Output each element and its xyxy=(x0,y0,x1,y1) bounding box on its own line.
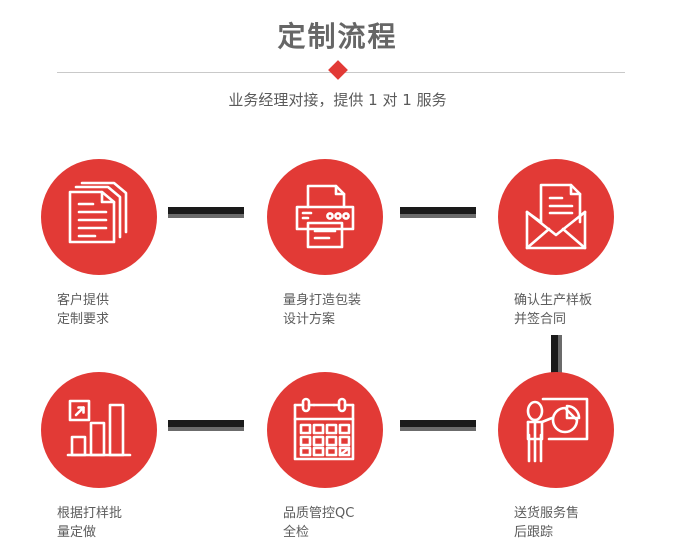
connector-1-2 xyxy=(168,207,244,218)
page-title: 定制流程 xyxy=(277,20,398,53)
flow-step-5-label: 品质管控QC 全检 xyxy=(283,506,355,540)
connector-3-6 xyxy=(551,335,562,375)
flow-step-3-label: 确认生产样板 并签合同 xyxy=(514,293,593,327)
connector-2-3 xyxy=(400,207,476,218)
flow-step-4[interactable]: 根据打样批 量定做 xyxy=(39,372,163,542)
bar-chart-growth-icon xyxy=(66,399,132,457)
documents-stack-icon xyxy=(68,181,128,244)
calendar-check-icon xyxy=(293,397,355,461)
connector-5-6 xyxy=(400,420,476,431)
title-divider xyxy=(57,60,625,80)
connector-shadow xyxy=(558,335,562,375)
flow-step-3[interactable]: 确认生产样板 并签合同 xyxy=(496,159,620,329)
flow-step-5-circle[interactable] xyxy=(267,372,383,488)
presenter-piechart-icon xyxy=(526,397,589,463)
page-header: 定制流程 业务经理对接，提供 1 对 1 服务 xyxy=(0,0,675,130)
connector-bar xyxy=(168,420,244,427)
page-subtitle: 业务经理对接，提供 1 对 1 服务 xyxy=(228,91,447,109)
connector-4-5 xyxy=(168,420,244,431)
flow-step-1[interactable]: 客户提供 定制要求 xyxy=(39,159,163,329)
connector-bar xyxy=(551,335,558,375)
flow-step-6[interactable]: 送货服务售 后跟踪 xyxy=(496,372,620,542)
flow-step-1-circle[interactable] xyxy=(41,159,157,275)
connector-shadow xyxy=(168,214,244,218)
connector-shadow xyxy=(168,427,244,431)
flow-step-1-label: 客户提供 定制要求 xyxy=(57,293,110,327)
printer-icon xyxy=(295,184,355,249)
connector-shadow xyxy=(400,214,476,218)
envelope-document-icon xyxy=(525,183,587,250)
connector-bar xyxy=(400,207,476,214)
flow-step-4-label: 根据打样批 量定做 xyxy=(57,506,123,540)
flow-step-4-circle[interactable] xyxy=(41,372,157,488)
flow-step-5[interactable]: 品质管控QC 全检 xyxy=(265,372,389,542)
flow-step-6-circle[interactable] xyxy=(498,372,614,488)
flow-step-6-label: 送货服务售 后跟踪 xyxy=(514,506,580,540)
flow-step-3-circle[interactable] xyxy=(498,159,614,275)
flow-step-2-circle[interactable] xyxy=(267,159,383,275)
connector-shadow xyxy=(400,427,476,431)
connector-bar xyxy=(400,420,476,427)
flow-step-2-label: 量身打造包装 设计方案 xyxy=(283,293,362,327)
flow-step-2[interactable]: 量身打造包装 设计方案 xyxy=(265,159,389,329)
connector-bar xyxy=(168,207,244,214)
